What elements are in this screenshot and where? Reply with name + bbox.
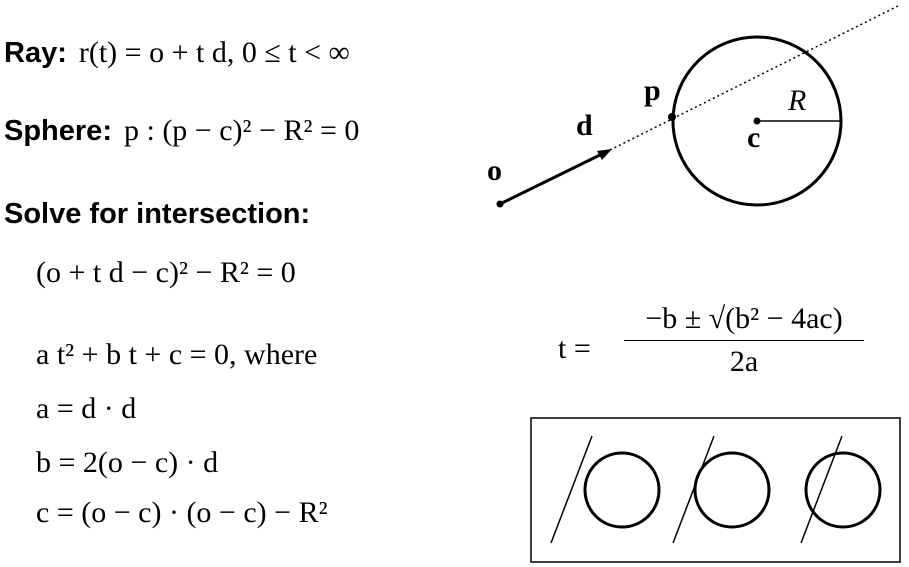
case-tangent-circle (693, 451, 771, 529)
direction-arrow (499, 151, 605, 206)
origin-point (496, 200, 504, 208)
ray-equation: r(t) = o + t d, 0 ≤ t < ∞ (78, 36, 350, 69)
quadratic-numerator: −b ± √(b² − 4ac) (624, 302, 864, 341)
point-label: p (644, 74, 661, 107)
ray-label: Ray: (4, 37, 67, 69)
intersection-point (668, 113, 676, 121)
cases-box (530, 417, 901, 563)
coefficient-c: c = (o − c) · (o − c) − R² (36, 496, 328, 529)
quadratic-denominator: 2a (729, 345, 759, 378)
center-label: c (747, 121, 760, 154)
case-intersect-line (800, 435, 843, 544)
sphere-circle (671, 35, 843, 207)
sphere-equation: p : (p − c)² − R² = 0 (123, 114, 360, 147)
case-miss-line (550, 435, 593, 544)
substituted-equation: (o + t d − c)² − R² = 0 (36, 256, 296, 289)
ray-line: Ray: r(t) = o + t d, 0 ≤ t < ∞ (4, 36, 350, 70)
ray-dotted-line (609, 4, 901, 151)
quadratic-lhs: t = (558, 332, 591, 365)
quadratic-form: a t² + b t + c = 0, where (36, 338, 318, 371)
solve-heading: Solve for intersection: (4, 198, 311, 230)
case-intersect-circle (804, 451, 882, 529)
sphere-line: Sphere: p : (p − c)² − R² = 0 (4, 114, 359, 148)
case-tangent-line (672, 435, 715, 544)
coefficient-b: b = 2(o − c) · d (36, 446, 219, 479)
arrow-head-icon (597, 149, 612, 160)
origin-label: o (487, 154, 502, 187)
sphere-label: Sphere: (4, 115, 112, 147)
quadratic-formula: −b ± √(b² − 4ac) 2a (624, 302, 864, 379)
coefficient-a: a = d · d (36, 392, 137, 425)
radius-label: R (787, 84, 806, 117)
case-miss-circle (583, 451, 661, 529)
direction-label: d (576, 109, 593, 142)
